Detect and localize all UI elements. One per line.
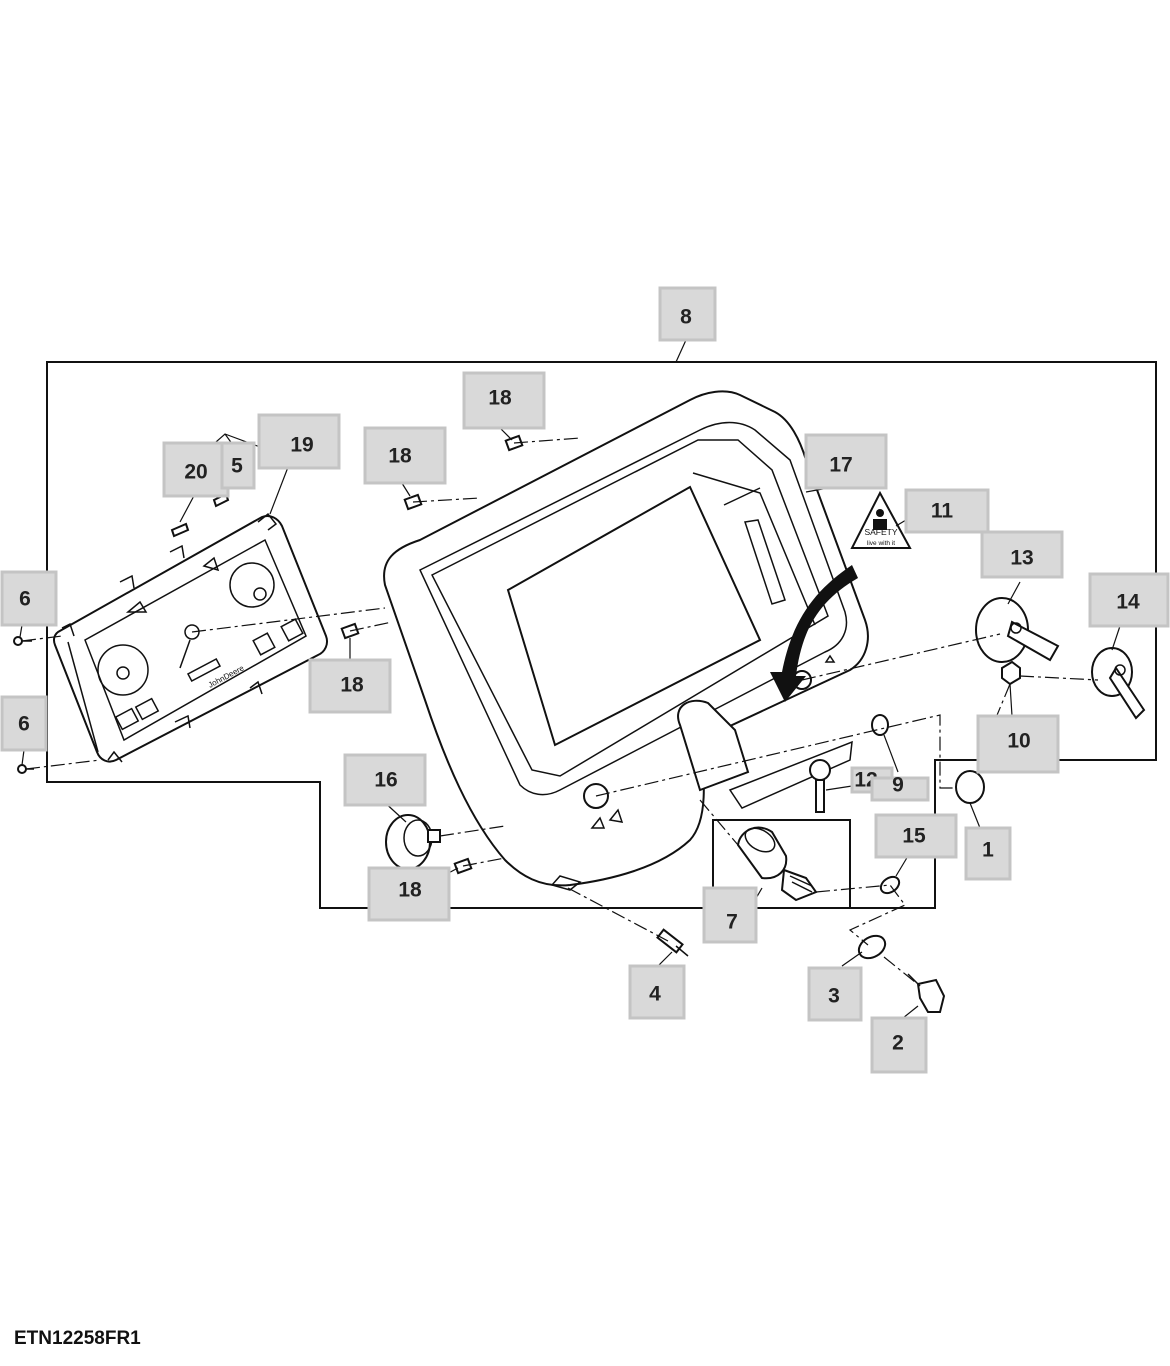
callout-3: 3 xyxy=(807,966,863,1022)
svg-text:6: 6 xyxy=(18,713,30,736)
callout-13: 13 xyxy=(980,530,1064,579)
svg-text:3: 3 xyxy=(828,985,840,1008)
callout-15: 15 xyxy=(874,813,958,859)
knob-13 xyxy=(975,597,1060,663)
callout-20: 20 xyxy=(162,441,230,498)
svg-text:10: 10 xyxy=(1007,730,1030,753)
lever-12 xyxy=(809,759,831,813)
svg-text:19: 19 xyxy=(290,434,313,457)
svg-text:9: 9 xyxy=(892,774,904,797)
assembly-lines xyxy=(21,437,1099,983)
svg-text:13: 13 xyxy=(1010,547,1033,570)
callout-6-top: 6 xyxy=(0,570,58,627)
ring-1 xyxy=(955,770,985,804)
dash-panel xyxy=(383,390,869,891)
assembly-frame xyxy=(46,361,1157,909)
callout-9: 9 xyxy=(870,774,930,802)
callout-4: 4 xyxy=(628,964,686,1020)
callout-18-mid: 18 xyxy=(308,658,392,714)
svg-text:18: 18 xyxy=(388,445,412,468)
svg-text:5: 5 xyxy=(231,455,243,478)
callout-18-top: 18 xyxy=(462,371,546,430)
svg-text:18: 18 xyxy=(340,674,364,697)
svg-text:20: 20 xyxy=(184,461,207,484)
svg-text:1: 1 xyxy=(982,839,994,862)
knob-16 xyxy=(385,814,441,870)
svg-text:17: 17 xyxy=(829,454,852,477)
safety-decal: SAFETY live with it xyxy=(850,490,912,549)
svg-text:6: 6 xyxy=(19,588,31,611)
bezel-3 xyxy=(857,934,887,960)
svg-text:18: 18 xyxy=(398,879,422,902)
figure-id: ETN12258FR1 xyxy=(14,1328,141,1349)
svg-text:11: 11 xyxy=(931,500,954,523)
key-2 xyxy=(907,973,946,1013)
callout-11: 11 xyxy=(904,488,990,534)
callout-8: 8 xyxy=(658,286,717,342)
callout-17: 17 xyxy=(804,433,888,490)
svg-text:2: 2 xyxy=(892,1032,904,1055)
svg-text:8: 8 xyxy=(680,306,692,329)
svg-text:7: 7 xyxy=(726,911,738,934)
svg-text:18: 18 xyxy=(488,387,512,410)
nut-10 xyxy=(1001,660,1021,686)
cluster-screws xyxy=(170,492,230,538)
rotation-arrow xyxy=(770,565,858,702)
callout-18-bottom: 18 xyxy=(367,866,451,922)
bolt-4 xyxy=(656,928,689,957)
instrument-cluster: JohnDeere xyxy=(53,512,328,763)
callout-18-left: 18 xyxy=(363,426,447,485)
svg-text:16: 16 xyxy=(374,769,397,792)
nut-15 xyxy=(879,875,901,895)
callout-14: 14 xyxy=(1088,572,1170,628)
callout-2: 2 xyxy=(870,1016,928,1074)
svg-text:4: 4 xyxy=(649,983,661,1006)
safety-decal-subtext: live with it xyxy=(867,540,895,547)
callout-6-bottom: 6 xyxy=(0,695,48,752)
safety-decal-text: SAFETY xyxy=(864,527,897,537)
callout-5: 5 xyxy=(220,441,256,490)
callout-19: 19 xyxy=(257,413,341,470)
callout-16: 16 xyxy=(343,753,427,807)
callout-7: 7 xyxy=(702,886,758,944)
ignition-frame xyxy=(712,819,851,908)
ignition-switch xyxy=(736,826,818,902)
callout-10: 10 xyxy=(976,714,1060,774)
knob-14 xyxy=(1091,647,1146,720)
ring-9 xyxy=(871,714,889,736)
svg-text:14: 14 xyxy=(1116,591,1140,614)
callout-1: 1 xyxy=(964,826,1012,881)
svg-text:15: 15 xyxy=(902,825,926,848)
